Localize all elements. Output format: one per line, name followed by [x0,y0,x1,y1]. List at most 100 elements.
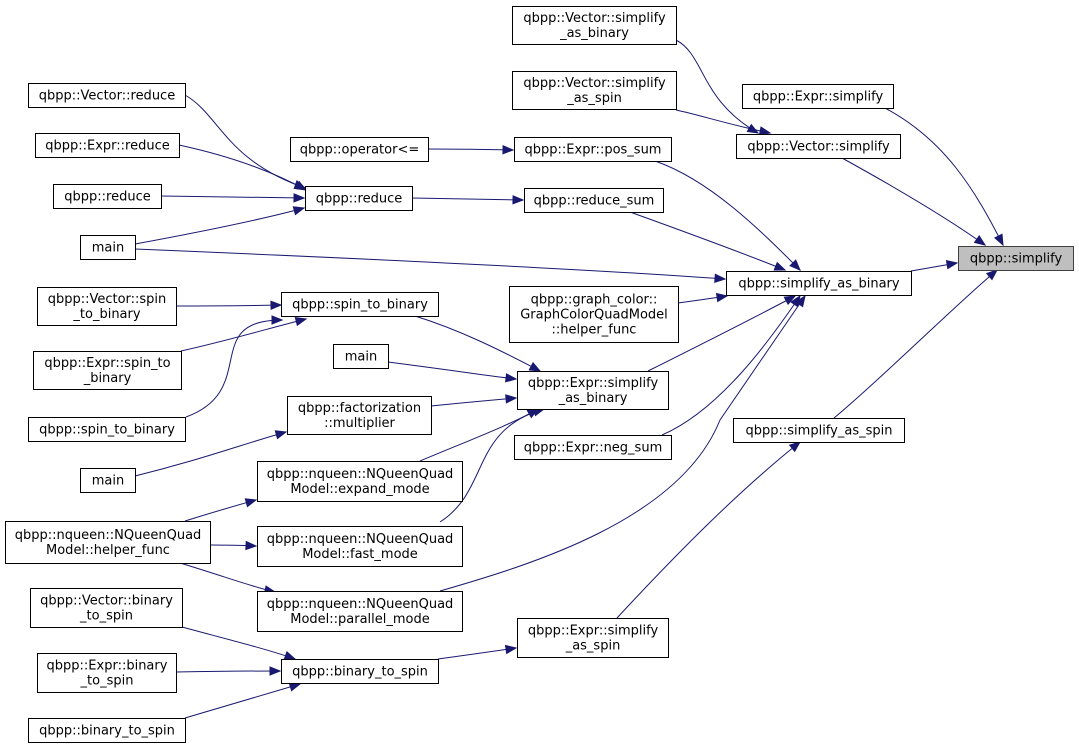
node-label: qbpp::Vector::simplify [523,76,666,91]
node-box [333,344,389,369]
edge-nq_helper-to-nq_parallel [179,562,277,595]
call-edges [134,39,1004,719]
node-expr_reduce[interactable]: qbpp::Expr::reduce [35,133,180,158]
edge-line [833,269,998,419]
node-label: qbpp::Expr::pos_sum [525,143,662,158]
edge-graph_color-to-simp_as_bin [677,292,729,304]
edge-s2b-to-expr_simp_bin [414,315,542,372]
node-fact_mult[interactable]: qbpp::factorization::multiplier [287,396,432,435]
node-box [736,134,901,159]
node-reduce_sum[interactable]: qbpp::reduce_sum [524,188,664,213]
edge-line [629,211,786,271]
node-nq_parallel[interactable]: qbpp::nqueen::NQueenQuadModel::parallel_… [257,591,463,632]
node-simp_as_bin[interactable]: qbpp::simplify_as_binary [726,271,912,296]
call-nodes: qbpp::simplifyqbpp::Vector::simplify_as_… [5,6,1074,743]
node-box [257,526,463,567]
arrowhead [945,260,959,270]
edge-line [427,148,514,151]
node-expr_simp_spin[interactable]: qbpp::Expr::simplify_as_spin [517,618,669,658]
edge-nq_helper-to-nq_expand [184,498,258,522]
node-op_le[interactable]: qbpp::operator<= [290,137,429,162]
node-vec_simp_spin[interactable]: qbpp::Vector::simplify_as_spin [512,71,677,110]
node-simp_as_spin[interactable]: qbpp::simplify_as_spin [733,418,905,443]
node-box [35,133,180,158]
edge-vec_s2b-to-s2b [175,300,283,310]
node-main3[interactable]: main [80,468,136,493]
node-vec_s2b[interactable]: qbpp::Vector::spin_to_binary [37,287,177,326]
node-box [28,417,186,442]
node-label: qbpp::Expr::binary [47,659,168,674]
node-reduce_fn[interactable]: qbpp::reduce [305,186,413,211]
edge-main1-to-simp_as_bin [134,248,727,283]
node-box [733,418,905,443]
arrowhead [245,540,258,551]
arrowhead [714,273,727,283]
arrowhead [244,498,258,508]
node-expr_s2b[interactable]: qbpp::Expr::spin_to_binary [33,351,182,390]
edge-line [616,441,801,619]
node-label: qbpp::Expr::simplify [753,90,884,105]
node-vec_simplify[interactable]: qbpp::Vector::simplify [736,134,901,159]
node-label: qbpp::reduce [316,192,402,207]
node-pos_sum[interactable]: qbpp::Expr::pos_sum [514,137,672,162]
edge-line [387,361,517,380]
node-label: qbpp::spin_to_binary [39,423,175,438]
node-expr_b2s[interactable]: qbpp::Expr::binary_to_spin [37,653,177,693]
edge-op_le-to-pos_sum [427,145,515,155]
node-label: _binary [83,371,132,386]
node-neg_sum[interactable]: qbpp::Expr::neg_sum [514,435,672,460]
node-vec_simp_bin[interactable]: qbpp::Vector::simplify_as_binary [512,6,677,45]
node-label: _as_binary [559,26,629,41]
edge-line [179,562,276,593]
edge-reduce_sum-to-simp_as_bin [629,211,787,271]
edge-main2-to-expr_simp_bin [387,361,518,383]
node-simplify[interactable]: qbpp::simplify [958,246,1074,271]
node-label: qbpp::Expr::spin_to [44,356,170,371]
edge-reduce_fn-to-reduce_sum [411,195,525,205]
arrowhead [294,316,308,327]
node-box [726,271,912,296]
node-nq_helper[interactable]: qbpp::nqueen::NQueenQuadModel::helper_fu… [5,521,211,564]
node-b2s[interactable]: qbpp::binary_to_spin [281,659,439,684]
node-vec_b2s[interactable]: qbpp::Vector::binary_to_spin [30,588,183,628]
node-box [257,461,463,502]
node-s2b[interactable]: qbpp::spin_to_binary [281,292,439,317]
node-label: qbpp::nqueen::NQueenQuad [267,467,454,482]
arrowhead [758,126,772,136]
node-vec_reduce[interactable]: qbpp::Vector::reduce [28,83,186,108]
edge-b2s_caller-to-b2s [184,682,302,719]
node-nq_expand[interactable]: qbpp::nqueen::NQueenQuadModel::expand_mo… [257,461,463,502]
edge-reduce_caller-to-reduce_fn [160,193,306,203]
edge-nq_helper-to-nq_fast [209,540,258,551]
node-main2[interactable]: main [333,344,389,369]
node-box [742,84,894,109]
node-reduce_caller[interactable]: qbpp::reduce [53,184,162,209]
node-box [281,659,439,684]
node-label: qbpp::operator<= [300,143,419,158]
node-box [53,184,162,209]
arrowhead [994,233,1004,247]
arrowhead [505,394,518,404]
node-box [512,71,677,110]
node-main1[interactable]: main [80,235,136,260]
node-label: Model::expand_mode [290,482,429,497]
node-label: ::multiplier [324,416,395,431]
node-label: GraphColorQuadModel [520,308,668,323]
node-expr_simp_bin[interactable]: qbpp::Expr::simplify_as_binary [517,371,669,410]
arrowhead [271,315,284,325]
edge-expr_simp_bin-to-simp_as_bin [647,295,797,372]
edge-vec_reduce-to-reduce_fn [184,94,307,190]
edge-line [178,144,307,191]
node-b2s_caller[interactable]: qbpp::binary_to_spin [28,718,186,743]
arrowhead [985,269,999,281]
node-graph_color[interactable]: qbpp::graph_color::GraphColorQuadModel::… [509,286,679,343]
edge-nq_parallel-to-simp_as_bin [439,294,806,592]
edge-line [661,295,801,436]
node-label: qbpp::nqueen::NQueenQuad [267,597,454,612]
node-s2b_caller[interactable]: qbpp::spin_to_binary [28,417,186,442]
edge-line [134,207,305,245]
node-expr_simplify[interactable]: qbpp::Expr::simplify [742,84,894,109]
edge-vec_b2s-to-b2s [181,626,297,660]
edge-line [184,499,257,522]
